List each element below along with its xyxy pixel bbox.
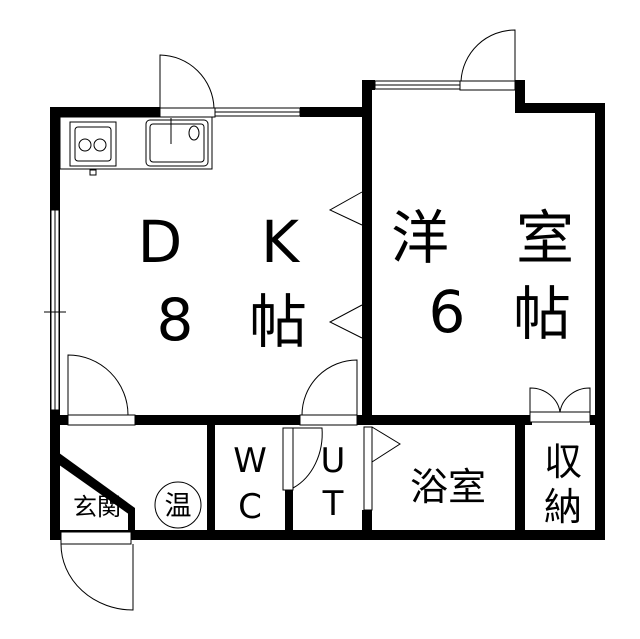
water-heater-label: 温 <box>165 491 192 522</box>
wc-label-w: W <box>233 441 267 481</box>
stove-burner-icon <box>93 138 107 152</box>
door-storage[interactable] <box>529 387 591 423</box>
western-label-2: 室 <box>516 204 574 272</box>
sink-icon <box>145 119 209 167</box>
entrance-label: 玄関 <box>73 493 121 521</box>
storage-label-1: 収 <box>544 440 582 484</box>
dk-label-d: D <box>138 208 183 276</box>
ut-label-u: U <box>321 441 346 481</box>
western-size-unit: 帖 <box>513 280 571 348</box>
door-bath[interactable] <box>363 426 401 511</box>
ut-label-t: T <box>322 484 344 524</box>
western-size-number: 6 <box>429 278 466 346</box>
door-dk-top[interactable] <box>159 54 216 118</box>
water-heater-icon <box>154 481 202 529</box>
door-entrance[interactable] <box>60 531 134 611</box>
western-label-1: 洋 <box>391 204 449 272</box>
closet-arrows <box>328 191 363 339</box>
dk-label-k: K <box>261 208 301 276</box>
door-wc[interactable] <box>282 427 323 491</box>
storage-label-2: 納 <box>544 485 582 529</box>
door-ut-to-dk[interactable] <box>299 359 358 426</box>
kitchen-counter <box>59 116 213 176</box>
door-dk-bottom[interactable] <box>67 354 136 426</box>
entrance-step-line <box>55 450 135 515</box>
stove-burner-icon <box>78 138 92 152</box>
dk-size-number: 8 <box>157 286 194 354</box>
wc-label-c: C <box>238 487 262 527</box>
dk-size-unit: 帖 <box>249 288 307 356</box>
door-western-top[interactable] <box>459 29 516 91</box>
bath-label: 浴室 <box>410 465 486 509</box>
